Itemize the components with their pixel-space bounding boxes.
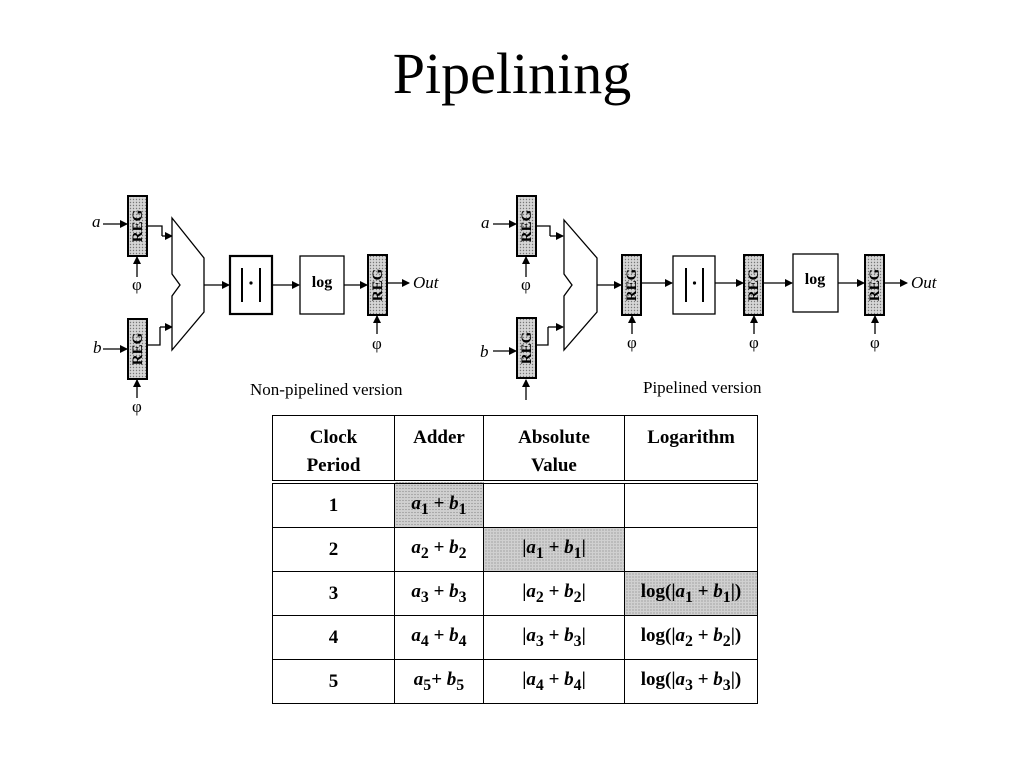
adder-cell: a4 + b4: [394, 615, 484, 660]
clock-period-cell: 4: [272, 615, 395, 660]
log-block: log: [299, 255, 345, 315]
logarithm-cell: log(|a3 + b3|): [624, 659, 758, 704]
absolute-value-cell: [483, 481, 625, 528]
header-logarithm: Logarithm: [624, 415, 758, 483]
header-line: Adder: [413, 427, 465, 448]
reg-stage-2: REG: [743, 254, 764, 316]
header-line: Clock: [309, 427, 358, 448]
clock-label: φ: [132, 397, 142, 416]
non-pipelined-caption: Non-pipelined version: [250, 380, 403, 399]
reg-a: REG: [516, 195, 537, 257]
adder-cell: a3 + b3: [394, 571, 484, 616]
reg-label: REG: [519, 331, 535, 364]
clock-period-cell: 5: [272, 659, 395, 704]
reg-label: REG: [746, 268, 762, 301]
table-header-row: Clock Period Adder Absolute Value Logari…: [272, 415, 758, 483]
input-b-label: b: [480, 342, 489, 361]
clock-label: φ: [627, 333, 637, 352]
clock-label: φ: [521, 275, 531, 294]
log-label: log: [312, 274, 332, 291]
logarithm-cell: [624, 481, 758, 528]
abs-block: [228, 254, 274, 316]
header-adder: Adder: [394, 415, 484, 483]
clock-label: φ: [372, 334, 382, 353]
reg-label: REG: [370, 268, 386, 301]
reg-b: REG: [516, 317, 537, 379]
header-clock-period: Clock Period: [272, 415, 395, 483]
reg-stage-1: REG: [621, 254, 642, 316]
clock-label: φ: [132, 275, 142, 294]
pipelined-diagram: a REG φ b REG REG φ: [480, 195, 938, 400]
clock-period-cell: 2: [272, 527, 395, 572]
adder-cell: a1 + b1: [394, 481, 484, 528]
reg-label: REG: [130, 332, 146, 365]
header-line: Value: [531, 455, 577, 476]
slide-title: Pipelining: [392, 41, 632, 106]
header-line: Logarithm: [647, 427, 735, 448]
pipeline-diagrams: a REG φ b REG φ: [92, 195, 938, 416]
logarithm-cell: log(|a1 + b1|): [624, 571, 758, 616]
reg-label: REG: [624, 268, 640, 301]
output-label: Out: [413, 273, 440, 292]
input-a-label: a: [481, 213, 490, 232]
clock-period-cell: 3: [272, 571, 395, 616]
clock-label: φ: [870, 333, 880, 352]
non-pipelined-diagram: a REG φ b REG φ: [92, 195, 440, 416]
input-b-label: b: [93, 338, 102, 357]
input-a-label: a: [92, 212, 101, 231]
pipelined-caption: Pipelined version: [643, 378, 762, 397]
absolute-value-cell: |a3 + b3|: [483, 615, 625, 660]
clock-label: φ: [749, 333, 759, 352]
absolute-value-cell: |a2 + b2|: [483, 571, 625, 616]
reg-label: REG: [867, 268, 883, 301]
reg-label: REG: [519, 209, 535, 242]
adder-cell: a5+ b5: [394, 659, 484, 704]
header-line: Absolute: [518, 427, 590, 448]
pipeline-schedule-table: Clock Period Adder Absolute Value Logari…: [272, 415, 758, 704]
output-label: Out: [911, 273, 938, 292]
logarithm-cell: log(|a2 + b2|): [624, 615, 758, 660]
adder-block: [171, 216, 205, 352]
clock-period-cell: 1: [272, 481, 395, 528]
reg-out: REG: [367, 254, 388, 316]
reg-label: REG: [130, 209, 146, 242]
logarithm-cell: [624, 527, 758, 572]
header-absolute-value: Absolute Value: [483, 415, 625, 483]
absolute-value-cell: |a1 + b1|: [483, 527, 625, 572]
log-block: log: [792, 253, 839, 313]
abs-block: [672, 255, 716, 315]
reg-a: REG: [127, 195, 148, 257]
reg-b: REG: [127, 318, 148, 380]
adder-cell: a2 + b2: [394, 527, 484, 572]
log-label: log: [805, 271, 825, 288]
reg-stage-3: REG: [864, 254, 885, 316]
absolute-value-cell: |a4 + b4|: [483, 659, 625, 704]
header-line: Period: [306, 455, 361, 476]
adder-block: [563, 218, 598, 352]
